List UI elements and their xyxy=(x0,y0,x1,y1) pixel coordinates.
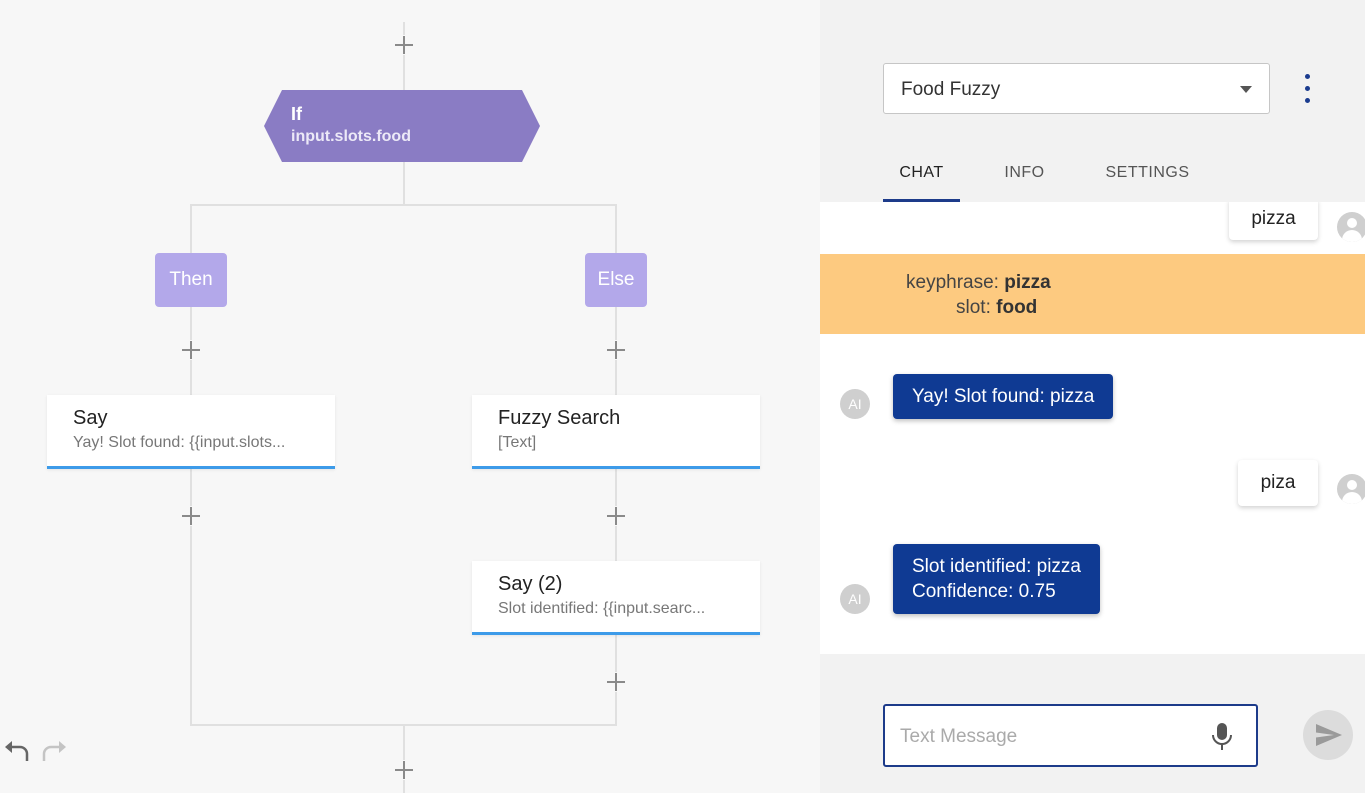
card-title: Fuzzy Search xyxy=(498,407,621,429)
more-options-icon[interactable] xyxy=(1297,72,1319,106)
bot-selector-value: Food Fuzzy xyxy=(901,79,1001,100)
bot-avatar-icon: AI xyxy=(840,584,870,614)
bot-selector-dropdown[interactable]: Food Fuzzy xyxy=(883,63,1270,114)
then-branch-label[interactable]: Then xyxy=(155,253,227,307)
redo-icon[interactable] xyxy=(40,741,68,761)
user-message: piza xyxy=(1238,460,1318,506)
chat-panel: Food Fuzzy CHAT INFO SETTINGS pizza keyp… xyxy=(820,0,1365,793)
if-node-condition: input.slots.food xyxy=(291,128,411,145)
microphone-icon[interactable] xyxy=(1211,722,1233,752)
undo-icon[interactable] xyxy=(3,741,31,761)
bot-message: Slot identified: pizza Confidence: 0.75 xyxy=(893,544,1100,614)
tab-info[interactable]: INFO xyxy=(1004,164,1045,181)
connector-line xyxy=(615,204,617,256)
chevron-down-icon xyxy=(1240,86,1252,93)
slot-value: food xyxy=(996,297,1038,318)
connector-line xyxy=(190,468,192,726)
card-title: Say xyxy=(73,407,108,429)
card-subtitle: [Text] xyxy=(498,434,537,451)
user-message: pizza xyxy=(1229,202,1318,240)
add-step-button[interactable] xyxy=(181,340,201,360)
tab-settings[interactable]: SETTINGS xyxy=(1105,164,1190,181)
message-input-container[interactable] xyxy=(883,704,1258,767)
connector-line xyxy=(403,724,405,793)
add-step-button[interactable] xyxy=(606,506,626,526)
bot-message-line: Slot identified: pizza xyxy=(912,556,1081,577)
bot-message: Yay! Slot found: pizza xyxy=(893,374,1114,419)
add-step-button[interactable] xyxy=(181,506,201,526)
send-button[interactable] xyxy=(1303,710,1353,760)
tab-chat[interactable]: CHAT xyxy=(883,158,960,202)
send-icon xyxy=(1316,724,1342,746)
else-branch-label[interactable]: Else xyxy=(585,253,647,307)
add-step-button[interactable] xyxy=(394,35,414,55)
if-node-title: If xyxy=(291,104,302,124)
bot-avatar-icon: AI xyxy=(840,389,870,419)
connector-line xyxy=(190,204,617,206)
connector-line xyxy=(403,160,405,206)
add-step-button[interactable] xyxy=(606,340,626,360)
keyphrase-value: pizza xyxy=(1004,272,1051,293)
bot-message-line: Confidence: 0.75 xyxy=(912,581,1056,602)
add-step-button[interactable] xyxy=(394,760,414,780)
slot-label: slot: xyxy=(956,297,991,318)
card-subtitle: Slot identified: {{input.searc... xyxy=(498,600,706,617)
say-2-step-card[interactable]: Say (2) Slot identified: {{input.searc..… xyxy=(472,561,760,635)
keyphrase-label: keyphrase: xyxy=(906,272,999,293)
nlu-result-banner: keyphrase: pizza slot: food xyxy=(820,254,1365,334)
add-step-button[interactable] xyxy=(606,672,626,692)
user-avatar-icon xyxy=(1337,474,1365,504)
flow-canvas[interactable]: If input.slots.food Then Else Say Yay! S… xyxy=(0,0,820,793)
message-input[interactable] xyxy=(900,724,1190,750)
say-step-card[interactable]: Say Yay! Slot found: {{input.slots... xyxy=(47,395,335,469)
connector-line xyxy=(403,22,405,92)
connector-line xyxy=(190,204,192,256)
if-condition-node[interactable]: If input.slots.food xyxy=(264,90,540,162)
chat-transcript[interactable]: pizza keyphrase: pizza slot: food AI Yay… xyxy=(820,202,1365,654)
user-avatar-icon xyxy=(1337,212,1365,242)
card-subtitle: Yay! Slot found: {{input.slots... xyxy=(73,434,286,451)
card-title: Say (2) xyxy=(498,573,563,595)
fuzzy-search-step-card[interactable]: Fuzzy Search [Text] xyxy=(472,395,760,469)
